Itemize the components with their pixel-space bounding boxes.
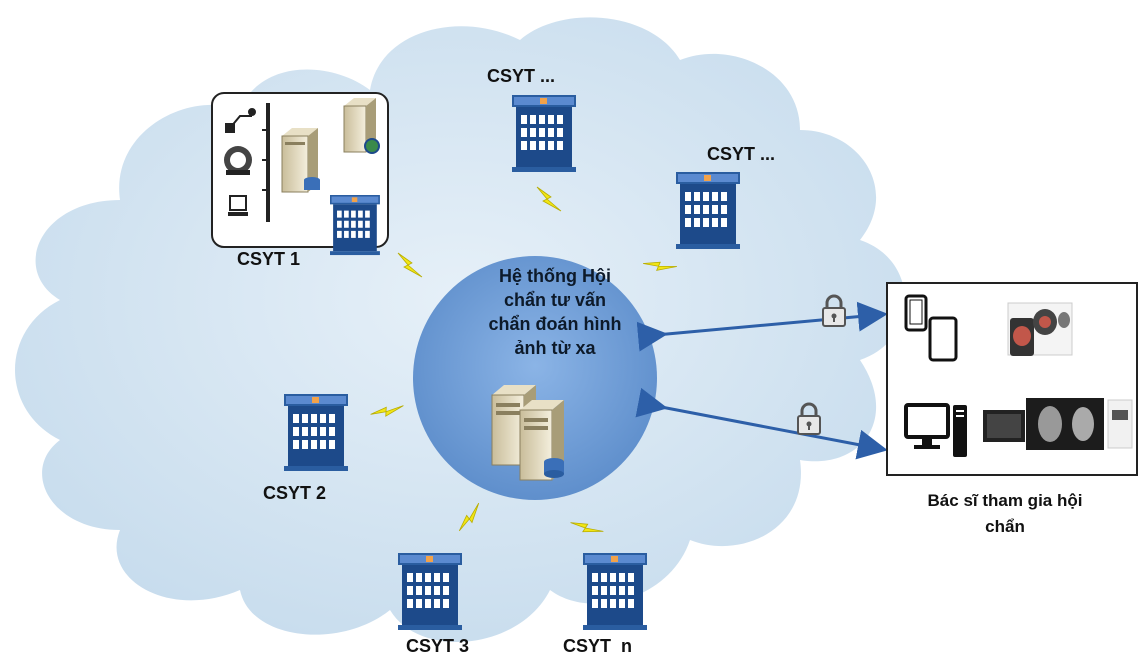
hub-title-line: chẩn tư vấn bbox=[503, 290, 607, 310]
csytn-label: CSYT n bbox=[563, 636, 633, 656]
csyt1-label: CSYT 1 bbox=[237, 249, 301, 269]
hub-title-line: ảnh từ xa bbox=[514, 338, 596, 358]
tablet-icon bbox=[928, 316, 958, 362]
hospital-building-icon bbox=[284, 394, 348, 471]
hub-title: Hệ thống Hội chẩn tư vấn chẩn đoán hình … bbox=[455, 264, 655, 360]
web-server-icon bbox=[343, 98, 380, 154]
desktop-computer-icon bbox=[904, 403, 967, 457]
phone-icon bbox=[904, 294, 928, 332]
workstation-icon bbox=[228, 195, 248, 216]
medical-image-icon bbox=[1007, 302, 1073, 356]
csyt-top-label: CSYT ... bbox=[487, 66, 556, 86]
monitor-image-icon bbox=[983, 398, 1133, 450]
mri-scanner-icon bbox=[224, 146, 252, 175]
doctors-panel bbox=[886, 282, 1138, 476]
doctors-caption-line: chẩn bbox=[985, 517, 1025, 536]
doctors-caption: Bác sĩ tham gia hội chẩn bbox=[905, 488, 1105, 540]
hub-title-line: Hệ thống Hội bbox=[499, 266, 611, 286]
secure-connection-arrow bbox=[635, 387, 888, 460]
server-icon bbox=[281, 128, 320, 193]
hospital-building-icon bbox=[676, 172, 740, 249]
hub-node bbox=[413, 256, 657, 500]
network-device-icon bbox=[225, 108, 256, 133]
csyt2-label: CSYT 2 bbox=[263, 483, 327, 503]
csyt-topright-label: CSYT ... bbox=[707, 144, 776, 164]
hospital-building-icon bbox=[398, 553, 462, 630]
csyt1-facility-box bbox=[211, 92, 389, 256]
server-icon bbox=[491, 385, 564, 481]
csyt3-label: CSYT 3 bbox=[406, 636, 470, 656]
doctors-caption-line: Bác sĩ tham gia hội bbox=[927, 491, 1083, 510]
hospital-building-icon bbox=[330, 195, 380, 256]
hospital-building-icon bbox=[583, 553, 647, 630]
hospital-building-icon bbox=[512, 95, 576, 172]
hub-title-line: chẩn đoán hình bbox=[488, 314, 622, 334]
